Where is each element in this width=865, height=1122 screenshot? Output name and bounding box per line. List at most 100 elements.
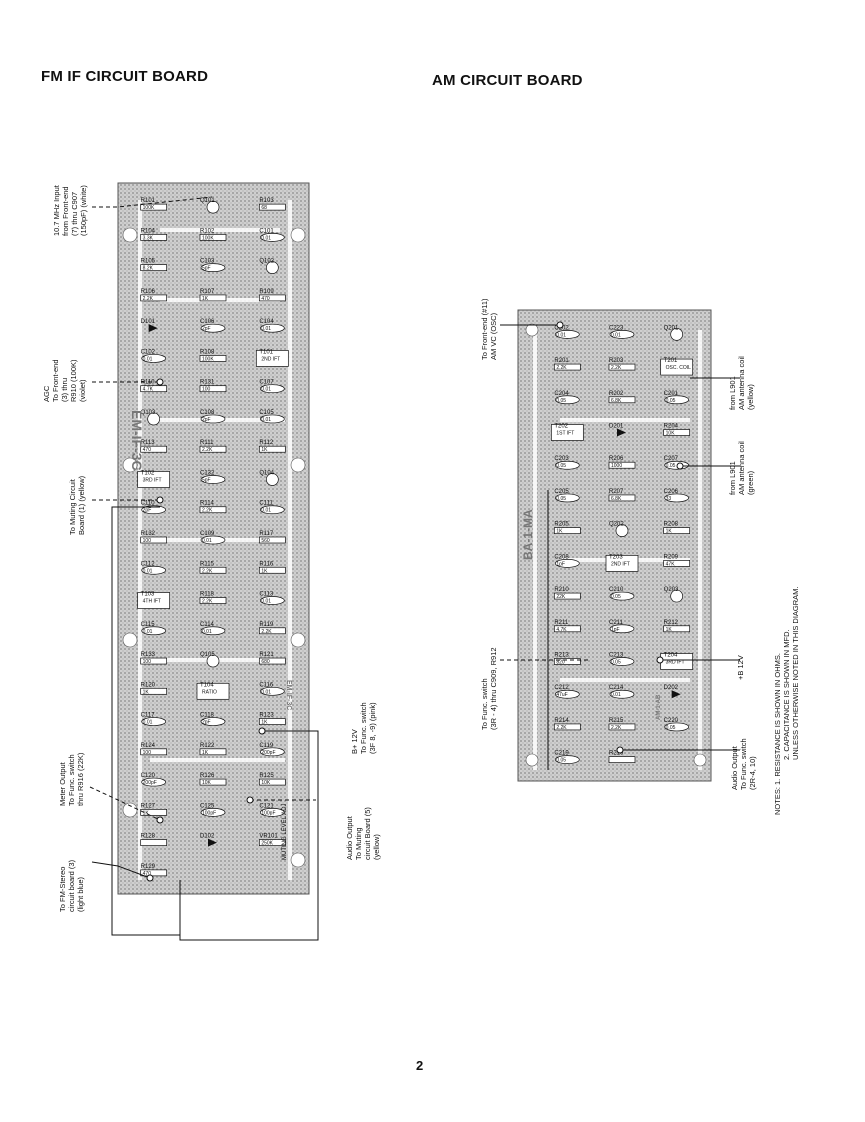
fm-component-q103: Q103 xyxy=(141,410,161,426)
svg-text:2pF: 2pF xyxy=(202,326,211,332)
svg-text:R133: R133 xyxy=(141,652,156,658)
svg-text:C212: C212 xyxy=(554,685,569,691)
am-component-d201: D201 xyxy=(609,424,626,437)
svg-text:C206: C206 xyxy=(664,489,679,495)
svg-text:0.01: 0.01 xyxy=(202,538,212,544)
svg-text:6.8K: 6.8K xyxy=(611,496,622,502)
svg-text:1ST IFT: 1ST IFT xyxy=(556,431,574,437)
am-l901-yellow-annotation: from L901 AM antenna coil (yellow) xyxy=(728,356,755,410)
svg-text:200pF: 200pF xyxy=(261,750,275,756)
svg-text:R109: R109 xyxy=(259,289,274,295)
fm-loop-wire xyxy=(111,506,180,936)
svg-text:2.2K: 2.2K xyxy=(611,365,622,371)
fm-board-mark-2: EM-IF-3C xyxy=(285,680,292,710)
am-component-q202: Q202 xyxy=(609,522,629,537)
svg-text:47K: 47K xyxy=(666,561,676,567)
svg-text:T101: T101 xyxy=(259,349,273,355)
svg-text:R121: R121 xyxy=(259,652,274,658)
svg-text:2.2K: 2.2K xyxy=(556,365,567,371)
svg-text:C213: C213 xyxy=(609,653,624,659)
fm-input-annotation: 10.7 MHz Input from Front-end (7) thru C… xyxy=(52,185,88,236)
svg-text:C110: C110 xyxy=(141,501,156,507)
svg-text:C125: C125 xyxy=(200,803,215,809)
svg-text:D102: D102 xyxy=(200,834,215,840)
svg-text:C210: C210 xyxy=(609,587,624,593)
fm-bplus-leader xyxy=(179,730,319,941)
svg-text:2pF: 2pF xyxy=(143,508,152,514)
svg-text:Q104: Q104 xyxy=(259,470,274,476)
fm-agc-annotation: AGC To Front-end (3) thru R910 (100K) (v… xyxy=(42,359,87,402)
svg-text:100pF: 100pF xyxy=(202,810,216,816)
am-board-outline xyxy=(517,309,712,782)
fm-meter-annotation: Meter Output To Func. switch thru R916 (… xyxy=(58,752,85,806)
fm-component-q104: Q104 xyxy=(259,470,279,486)
svg-text:R119: R119 xyxy=(259,622,274,628)
svg-text:8.2K: 8.2K xyxy=(143,266,154,272)
svg-text:R108: R108 xyxy=(200,349,215,355)
svg-text:0.01: 0.01 xyxy=(261,689,271,695)
am-audio-annotation: Audio Output To Func. switch (2R-4, 10) xyxy=(730,738,757,790)
fm-component-r128: R128 xyxy=(140,834,168,846)
svg-text:C120: C120 xyxy=(141,773,156,779)
svg-text:C201: C201 xyxy=(664,391,679,397)
svg-text:3.3K: 3.3K xyxy=(143,235,154,241)
svg-text:R209: R209 xyxy=(664,554,679,560)
svg-text:100pF: 100pF xyxy=(261,810,275,816)
svg-text:1pF: 1pF xyxy=(556,561,565,567)
svg-text:R107: R107 xyxy=(200,289,215,295)
svg-text:2.2K: 2.2K xyxy=(611,725,622,731)
svg-text:2.2K: 2.2K xyxy=(202,508,213,514)
fm-component-q105: Q105 xyxy=(200,652,220,668)
svg-text:Q102: Q102 xyxy=(259,259,274,265)
svg-text:C105: C105 xyxy=(259,410,274,416)
svg-text:R114: R114 xyxy=(200,501,215,507)
fm-stereo-annotation: To FM-Stereo circuit board (3) (light bl… xyxy=(58,859,85,912)
svg-text:R111: R111 xyxy=(200,440,214,446)
svg-text:R116: R116 xyxy=(259,561,274,567)
svg-text:0.01: 0.01 xyxy=(261,417,271,423)
svg-text:0.05: 0.05 xyxy=(666,463,676,469)
notes-line-3: UNLESS OTHERWISE NOTED IN THIS DIAGRAM. xyxy=(791,586,800,761)
svg-text:0.01: 0.01 xyxy=(261,235,271,241)
svg-text:R208: R208 xyxy=(664,522,679,528)
svg-text:C117: C117 xyxy=(141,713,156,719)
svg-text:T203: T203 xyxy=(609,554,623,560)
svg-text:1K: 1K xyxy=(202,750,209,756)
svg-text:6.8K: 6.8K xyxy=(611,398,622,404)
svg-text:C109: C109 xyxy=(200,531,215,537)
svg-text:R103: R103 xyxy=(259,198,274,204)
svg-text:0.01: 0.01 xyxy=(143,629,153,635)
svg-text:C118: C118 xyxy=(200,713,215,719)
svg-text:0.05: 0.05 xyxy=(556,758,566,764)
svg-text:10K: 10K xyxy=(202,780,212,786)
